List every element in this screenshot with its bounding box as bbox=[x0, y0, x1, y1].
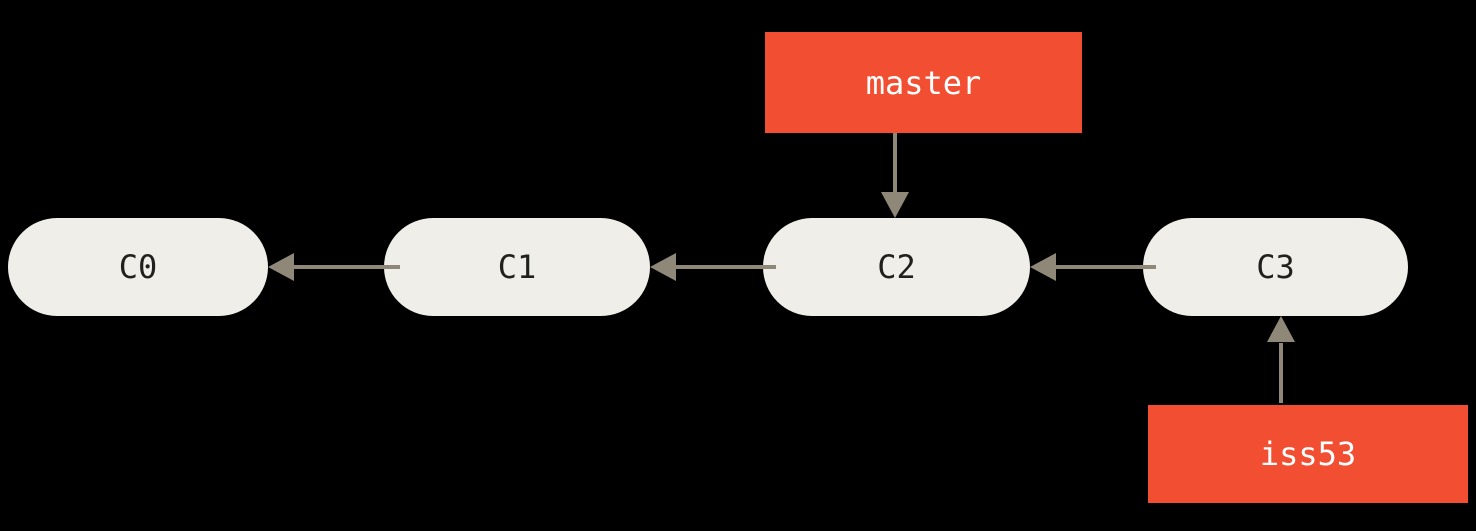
commit-id-label: C0 bbox=[118, 248, 158, 286]
commit-node-c0: C0 bbox=[8, 218, 268, 316]
commit-node-c3: C3 bbox=[1143, 218, 1408, 316]
commit-id-label: C1 bbox=[497, 248, 537, 286]
commit-id-label: C3 bbox=[1256, 248, 1295, 286]
commit-id-label: C2 bbox=[877, 248, 916, 286]
branch-name-label: iss53 bbox=[1259, 435, 1357, 473]
branch-name-label: master bbox=[865, 63, 982, 102]
commit-node-c2: C2 bbox=[763, 218, 1030, 316]
arrow-iss53-to-c3 bbox=[1267, 316, 1295, 403]
arrow-c3-to-c2 bbox=[1030, 253, 1156, 281]
arrow-c2-to-c1 bbox=[650, 253, 776, 281]
arrow-master-to-c2 bbox=[881, 133, 909, 218]
commit-node-c1: C1 bbox=[384, 218, 650, 316]
branch-label-iss53: iss53 bbox=[1148, 405, 1468, 503]
branch-label-master: master bbox=[765, 32, 1082, 133]
arrow-c1-to-c0 bbox=[268, 253, 400, 281]
